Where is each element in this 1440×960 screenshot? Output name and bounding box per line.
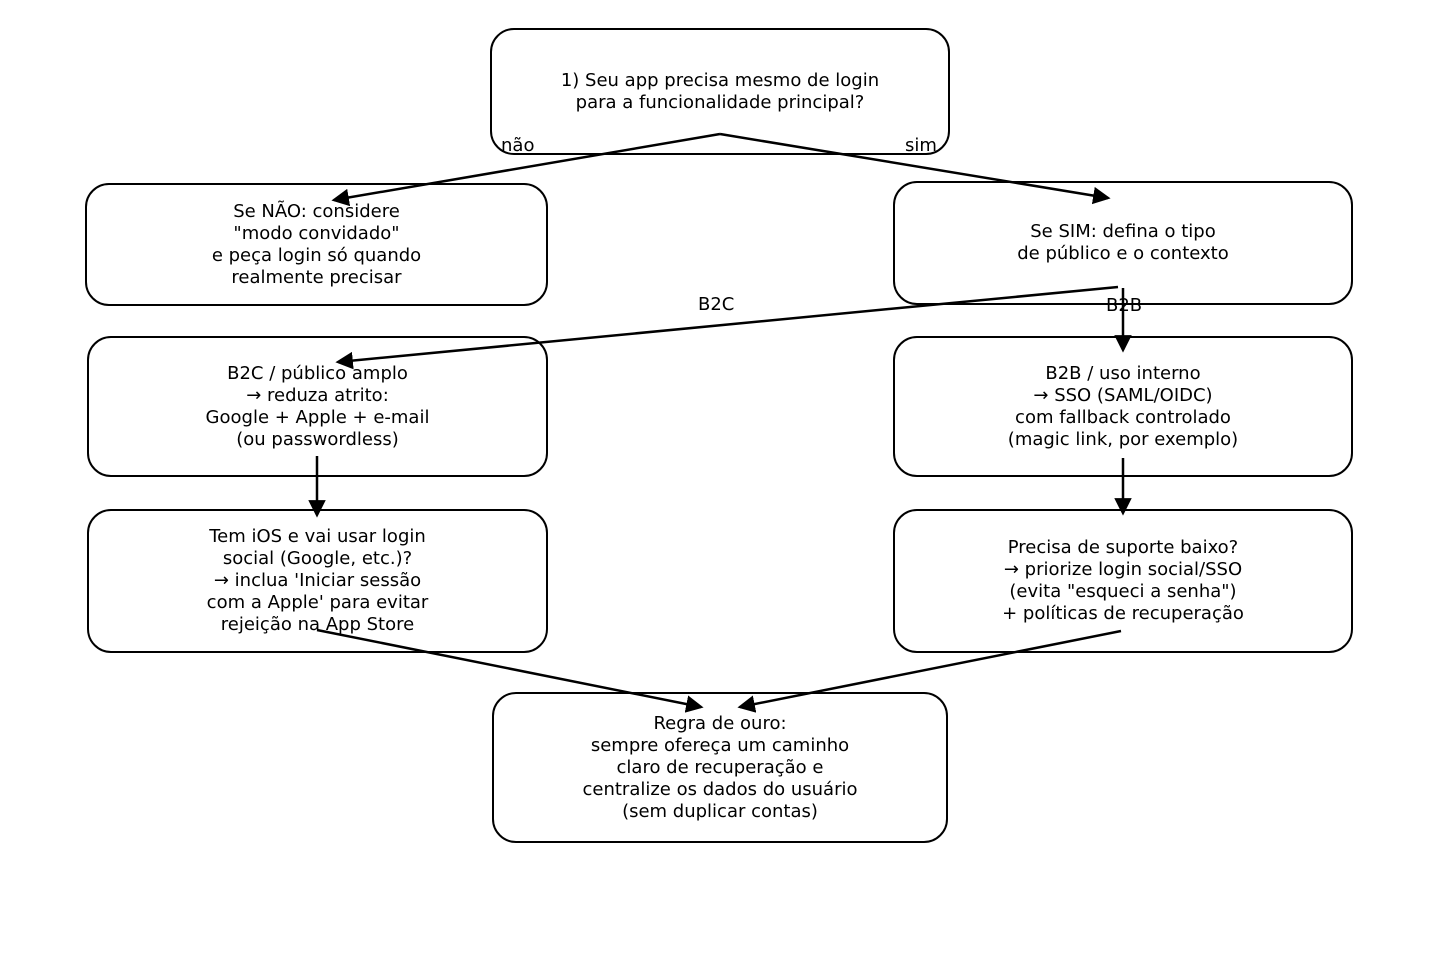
node-yes-branch: Se SIM: defina o tipo de público e o con… xyxy=(893,181,1353,305)
node-no-branch-text: Se NÃO: considere "modo convidado" e peç… xyxy=(211,200,422,288)
node-low-support-text: Precisa de suporte baixo? → priorize log… xyxy=(1002,537,1244,624)
node-low-support: Precisa de suporte baixo? → priorize log… xyxy=(893,509,1353,653)
edge-label-b2b: B2B xyxy=(1106,295,1143,316)
node-no-branch: Se NÃO: considere "modo convidado" e peç… xyxy=(85,183,548,306)
node-question-text: 1) Seu app precisa mesmo de login para a… xyxy=(560,69,880,113)
edge-label-nao: não xyxy=(501,135,535,156)
node-question: 1) Seu app precisa mesmo de login para a… xyxy=(490,28,950,155)
node-ios-apple-text: Tem iOS e vai usar login social (Google,… xyxy=(206,526,429,635)
node-golden-rule: Regra de ouro: sempre ofereça um caminho… xyxy=(492,692,948,843)
node-b2c: B2C / público amplo → reduza atrito: Goo… xyxy=(87,336,548,477)
node-b2c-text: B2C / público amplo → reduza atrito: Goo… xyxy=(205,362,430,450)
edge-label-sim: sim xyxy=(905,135,937,156)
node-b2b-text: B2B / uso interno → SSO (SAML/OIDC) com … xyxy=(1007,362,1239,450)
node-yes-branch-text: Se SIM: defina o tipo de público e o con… xyxy=(1017,221,1229,264)
node-golden-rule-text: Regra de ouro: sempre ofereça um caminho… xyxy=(582,712,858,822)
edge-label-b2c: B2C xyxy=(698,294,735,315)
node-b2b: B2B / uso interno → SSO (SAML/OIDC) com … xyxy=(893,336,1353,477)
node-ios-apple: Tem iOS e vai usar login social (Google,… xyxy=(87,509,548,653)
